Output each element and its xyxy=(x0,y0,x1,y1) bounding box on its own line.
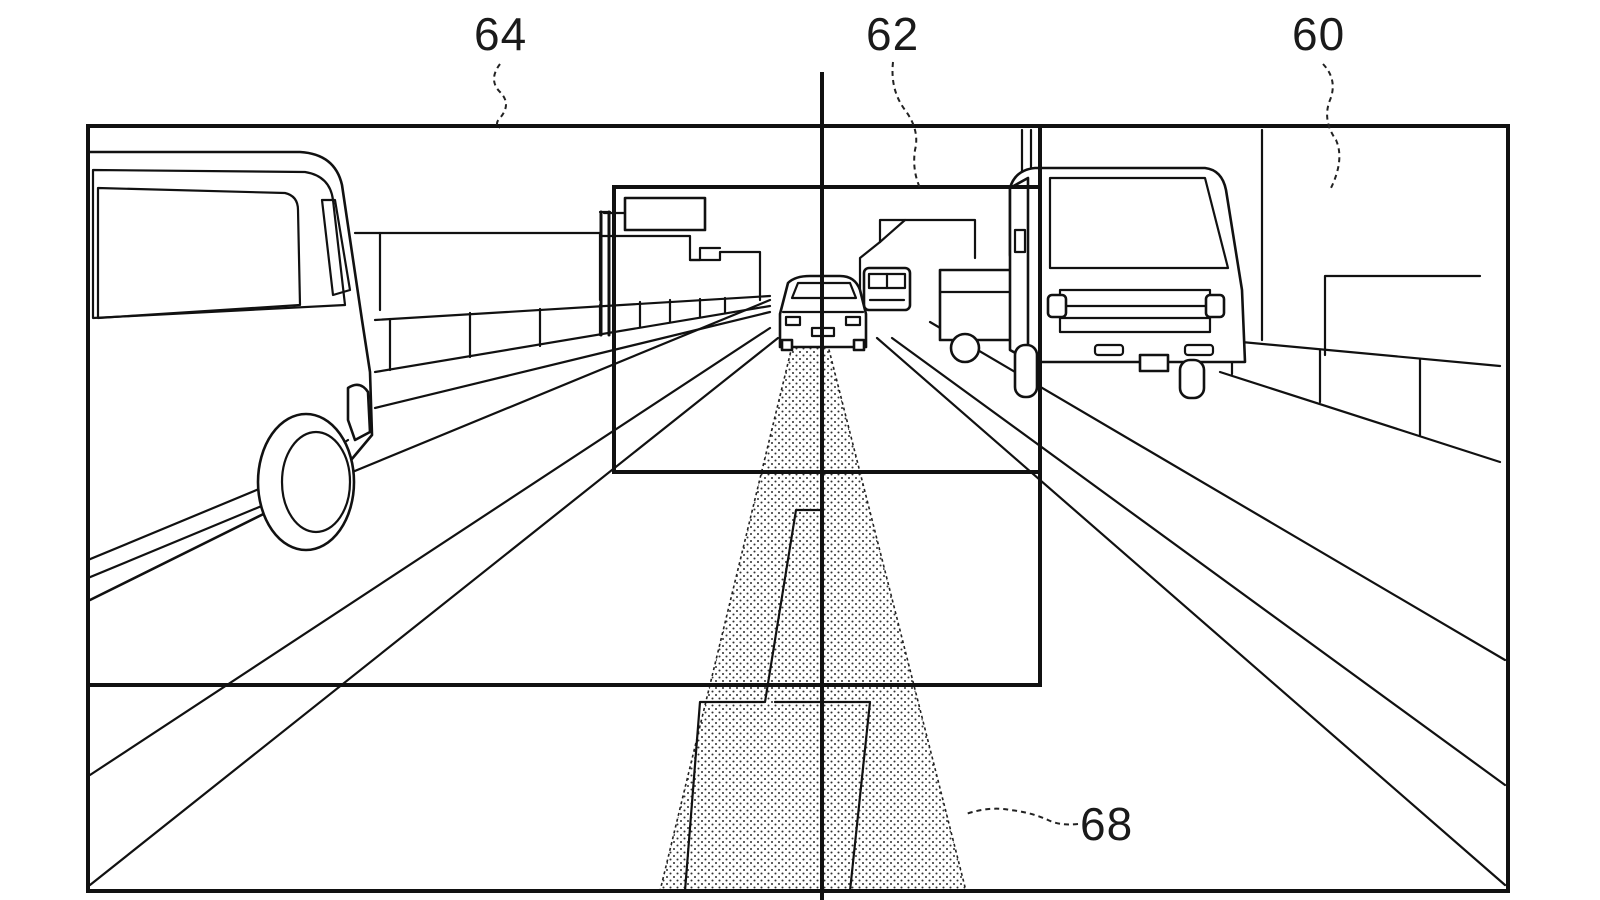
road-scene xyxy=(88,128,1507,891)
label-62: 62 xyxy=(866,8,919,60)
leader-60 xyxy=(1322,63,1341,191)
inner-frame-62 xyxy=(612,185,1042,474)
leader-68 xyxy=(965,807,1079,826)
leader-64 xyxy=(493,63,507,129)
far-bus xyxy=(862,266,912,312)
label-64: 64 xyxy=(474,8,527,60)
van xyxy=(88,150,374,602)
right-guardrail xyxy=(1218,338,1502,464)
outer-frame-60 xyxy=(86,124,1510,893)
projection-region xyxy=(659,329,967,891)
truck xyxy=(938,166,1247,400)
leader-62 xyxy=(891,61,921,189)
label-60: 60 xyxy=(1292,8,1345,60)
label-68: 68 xyxy=(1080,798,1133,850)
right-buildings xyxy=(858,128,1482,357)
